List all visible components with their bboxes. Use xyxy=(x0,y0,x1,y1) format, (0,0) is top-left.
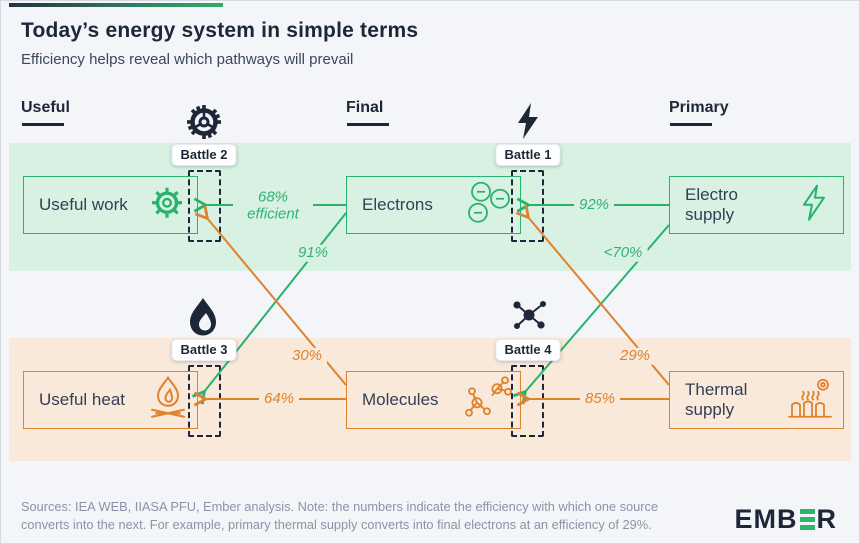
column-header-final-rule xyxy=(347,123,389,126)
efficiency-label-30: 30% xyxy=(286,347,328,365)
column-header-useful-rule xyxy=(22,123,64,126)
molecules-icon xyxy=(464,376,512,425)
node-useful-work: Useful work xyxy=(23,176,198,234)
efficiency-label-68: 68% efficient xyxy=(233,188,313,224)
column-header-primary-rule xyxy=(670,123,712,126)
efficiency-label-92: 92% xyxy=(573,196,615,214)
column-header-primary: Primary xyxy=(669,99,729,116)
ember-logo: EMB R xyxy=(735,504,838,534)
campfire-icon xyxy=(147,376,189,425)
node-useful-heat-label: Useful heat xyxy=(39,390,125,410)
efficiency-label-85: 85% xyxy=(579,390,621,408)
efficiency-label-lt70: <70% xyxy=(598,244,648,262)
gear-icon xyxy=(185,103,223,146)
node-electro-supply: Electro supply xyxy=(669,176,844,234)
thermal-band xyxy=(9,338,851,461)
lightning-icon xyxy=(514,102,542,145)
accent-bar xyxy=(9,3,223,7)
column-header-final: Final xyxy=(346,99,384,116)
sources-note: Sources: IEA WEB, IIASA PFU, Ember analy… xyxy=(21,499,659,532)
gear-outline-icon xyxy=(149,185,185,226)
node-electrons-label: Electrons xyxy=(362,195,433,215)
node-thermal-supply-label: Thermal supply xyxy=(685,380,748,419)
battle-3-chip: Battle 3 xyxy=(171,339,237,361)
node-thermal-supply: Thermal supply xyxy=(669,371,844,429)
molecule-icon xyxy=(508,297,550,340)
efficiency-label-29: 29% xyxy=(614,347,656,365)
lightning-outline-icon xyxy=(801,184,827,227)
thermal-plant-icon xyxy=(787,376,833,425)
battle-zone-3 xyxy=(188,365,221,437)
ember-logo-text-right: R xyxy=(816,503,837,534)
battle-zone-1 xyxy=(511,170,544,242)
node-molecules-label: Molecules xyxy=(362,390,439,410)
efficiency-label-91: 91% xyxy=(292,244,334,262)
battle-2-chip: Battle 2 xyxy=(171,144,237,166)
battle-4-chip: Battle 4 xyxy=(495,339,561,361)
battle-zone-2 xyxy=(188,170,221,242)
page-title: Today’s energy system in simple terms xyxy=(21,19,419,42)
efficiency-label-64: 64% xyxy=(258,390,300,408)
ember-logo-text-left: EMB xyxy=(734,503,798,534)
column-header-useful: Useful xyxy=(21,99,70,116)
battle-1-chip: Battle 1 xyxy=(495,144,561,166)
page-subtitle: Efficiency helps reveal which pathways w… xyxy=(21,51,354,68)
node-useful-heat: Useful heat xyxy=(23,371,198,429)
battle-zone-4 xyxy=(511,365,544,437)
electrons-icon xyxy=(466,181,516,230)
ember-logo-e-bars xyxy=(799,508,815,530)
node-electro-supply-label: Electro supply xyxy=(685,185,738,224)
flame-icon xyxy=(186,297,220,342)
node-useful-work-label: Useful work xyxy=(39,195,128,215)
electricity-band xyxy=(9,143,851,271)
node-molecules: Molecules xyxy=(346,371,521,429)
node-electrons: Electrons xyxy=(346,176,521,234)
